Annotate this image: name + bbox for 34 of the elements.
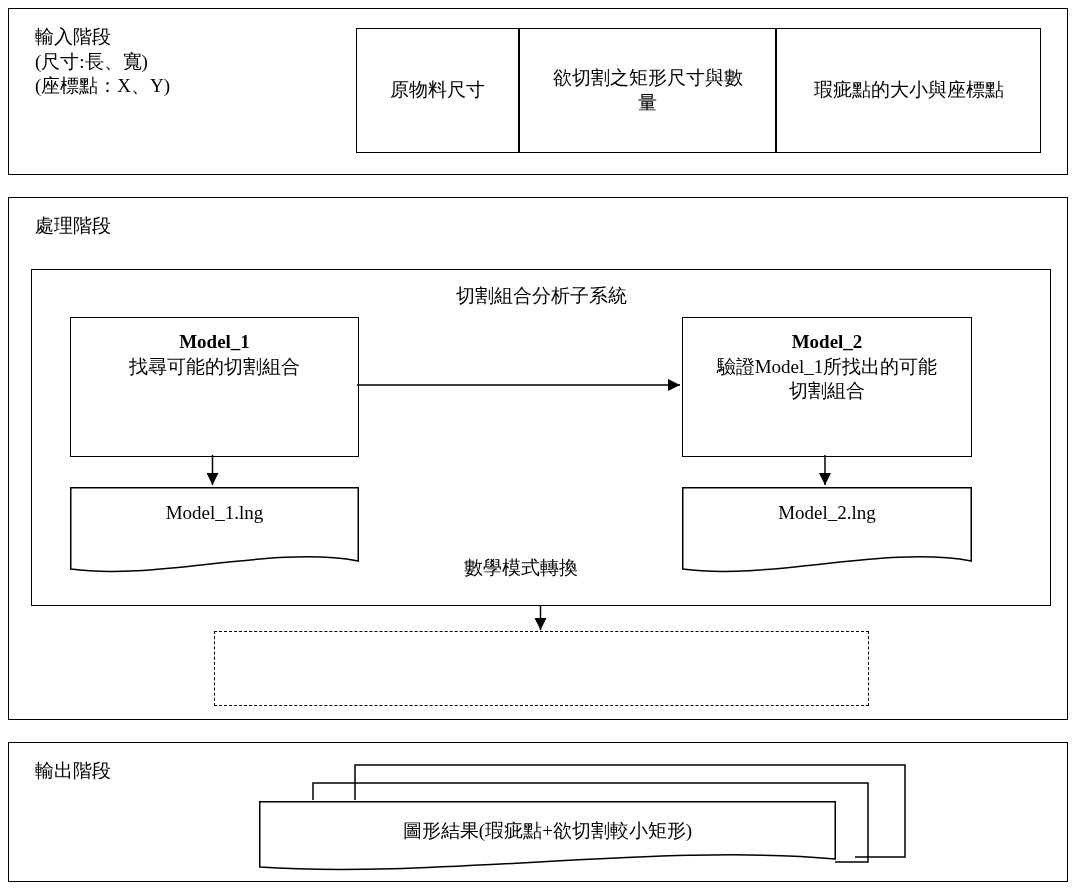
arrow <box>206 454 219 486</box>
table-cell <box>776 28 1041 153</box>
stage-panel <box>8 197 1068 720</box>
process-box <box>682 317 972 457</box>
subsystem-title: 切割組合分析子系統 <box>455 284 627 308</box>
node-text: 原物料尺寸 <box>390 78 485 103</box>
process-box <box>70 317 359 457</box>
table-cell <box>356 28 519 153</box>
heading-text: Model_2 <box>791 330 863 354</box>
node-text: 圖形結果(瑕疵點+欲切割較小矩形) <box>402 819 693 843</box>
subsystem-box <box>31 269 1051 606</box>
document-shape <box>70 487 359 575</box>
document-shape <box>682 487 972 575</box>
node-text: Model_1.lng <box>165 501 264 525</box>
stacked-document-shape <box>259 801 836 873</box>
table-cell <box>519 28 776 153</box>
stage-panel <box>8 8 1068 175</box>
node-text: 處理階段 <box>35 214 111 238</box>
node-text: 輸出階段 <box>35 759 111 783</box>
arrow <box>356 379 681 391</box>
node-text: Model_2.lng <box>778 501 876 525</box>
node-text: (座標點：X、Y) <box>35 74 171 99</box>
arrow <box>534 604 547 631</box>
node-text: (尺寸:長、寬) <box>35 49 148 74</box>
node-text: 瑕疵點的大小與座標點 <box>813 78 1004 103</box>
dashed-box <box>214 631 869 706</box>
node-text: 找尋可能的切割組合 <box>129 354 300 379</box>
stage-panel <box>8 742 1068 882</box>
heading-text: Model_1 <box>179 330 250 354</box>
heading-text: 輸入階段 <box>35 25 111 49</box>
node-text: 欲切割之矩形尺寸與數量 <box>551 65 744 115</box>
conversion-note: 數學模式轉換 <box>463 556 579 581</box>
node-text: 驗證Model_1所找出的可能切割組合 <box>715 354 939 404</box>
arrow <box>819 454 831 486</box>
